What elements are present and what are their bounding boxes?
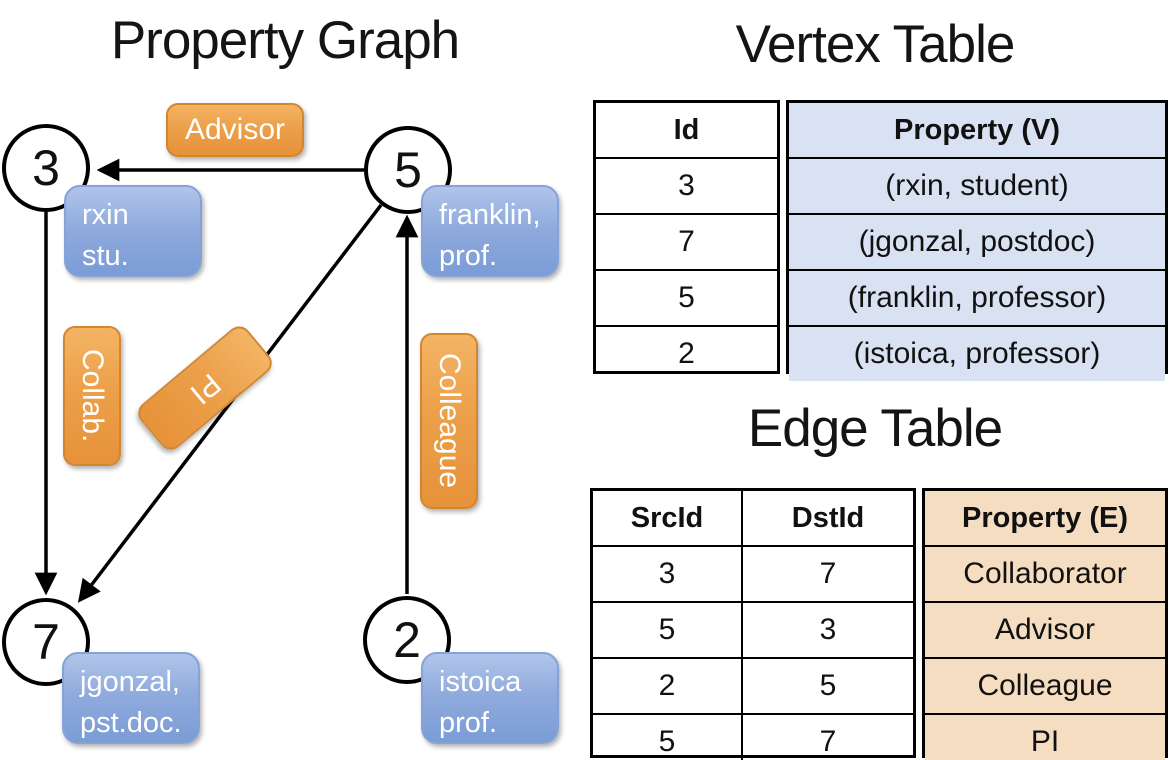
table-row: (franklin, professor) — [789, 269, 1165, 325]
vertex-property-line: prof. — [439, 707, 498, 740]
table-row: Collaborator — [925, 545, 1165, 601]
table-row: Advisor — [925, 601, 1165, 657]
table-row: 5 — [596, 269, 777, 325]
graph-node-5: 5 — [364, 126, 452, 214]
table-row: 5 7 — [593, 713, 913, 760]
table-row: 3 7 — [593, 545, 913, 601]
table-row: 7 — [596, 213, 777, 269]
table-header-row: Property (V) — [789, 103, 1165, 157]
vertex-table-property-column: Property (V) (rxin, student) (jgonzal, p… — [786, 100, 1168, 381]
vertex-id-cell: 2 — [678, 337, 695, 370]
vertex-property-line: franklin, — [439, 199, 541, 231]
node-id-label: 2 — [393, 612, 421, 668]
table-row: PI — [925, 713, 1165, 760]
edge-label-advisor: Advisor — [166, 103, 304, 157]
table-header-row: Id — [596, 103, 777, 157]
table-row: (rxin, student) — [789, 157, 1165, 213]
vertex-property-line: pst.doc. — [80, 707, 182, 740]
edge-dstid-cell: 5 — [741, 659, 913, 713]
table-row: (jgonzal, postdoc) — [789, 213, 1165, 269]
edge-dstid-cell: 7 — [741, 715, 913, 760]
edge-property-cell: Colleague — [925, 659, 1165, 713]
vertex-property-box-5: franklin, prof. — [421, 185, 559, 277]
edge-dstid-header: DstId — [741, 491, 913, 545]
table-row: 2 — [596, 325, 777, 381]
table-header-row: Property (E) — [925, 491, 1165, 545]
property-graph-title: Property Graph — [110, 11, 460, 70]
vertex-id-cell: 3 — [678, 169, 695, 202]
vertex-property-box-2: istoica prof. — [421, 652, 559, 744]
table-row: 5 3 — [593, 601, 913, 657]
edge-dstid-cell: 3 — [741, 603, 913, 657]
table-row: 2 5 — [593, 657, 913, 713]
table-row: 3 — [596, 157, 777, 213]
edge-property-cell: Collaborator — [925, 547, 1165, 601]
vertex-property-box-7: jgonzal, pst.doc. — [62, 652, 200, 744]
table-row: Colleague — [925, 657, 1165, 713]
vertex-property-header: Property (V) — [789, 103, 1165, 157]
edge-label-collab: Collab. — [63, 326, 121, 466]
vertex-id-cell: 7 — [678, 225, 695, 258]
edge-label-colleague: Colleague — [420, 333, 478, 509]
node-id-label: 3 — [32, 140, 60, 196]
edge-srcid-header: SrcId — [630, 501, 704, 534]
vertex-property-line: rxin — [82, 199, 129, 231]
vertex-property-line: stu. — [82, 240, 129, 273]
edge-table-title: Edge Table — [747, 399, 1003, 458]
edge-srcid-cell: 3 — [658, 557, 676, 590]
node-id-label: 7 — [32, 614, 60, 670]
edge-property-cell: PI — [925, 715, 1165, 760]
vertex-table-title: Vertex Table — [735, 15, 1016, 74]
edge-srcid-cell: 5 — [658, 725, 676, 758]
edge-srcid-cell: 5 — [658, 613, 676, 646]
edge-table-id-columns: SrcId DstId 3 7 5 3 2 5 5 7 — [590, 488, 916, 760]
edge-srcid-cell: 2 — [658, 669, 676, 702]
vertex-property-line: jgonzal, — [80, 666, 180, 698]
vertex-property-cell: (franklin, professor) — [789, 271, 1165, 325]
table-header-row: SrcId DstId — [593, 491, 913, 545]
node-id-label: 5 — [394, 142, 422, 198]
vertex-id-cell: 5 — [678, 281, 695, 314]
vertex-property-line: prof. — [439, 240, 498, 273]
vertex-id-header: Id — [673, 113, 700, 146]
vertex-property-cell: (jgonzal, postdoc) — [789, 215, 1165, 269]
vertex-property-line: istoica — [439, 666, 522, 698]
vertex-property-cell: (istoica, professor) — [789, 327, 1165, 381]
edge-table-property-column: Property (E) Collaborator Advisor Collea… — [922, 488, 1168, 760]
table-row: (istoica, professor) — [789, 325, 1165, 381]
vertex-property-box-3: rxin stu. — [64, 185, 202, 277]
vertex-table-id-column: Id 3 7 5 2 — [593, 100, 780, 374]
edge-dstid-cell: 7 — [741, 547, 913, 601]
edge-property-header: Property (E) — [925, 491, 1165, 545]
graph-node-2: 2 — [363, 596, 451, 684]
edge-property-cell: Advisor — [925, 603, 1165, 657]
vertex-property-cell: (rxin, student) — [789, 159, 1165, 213]
